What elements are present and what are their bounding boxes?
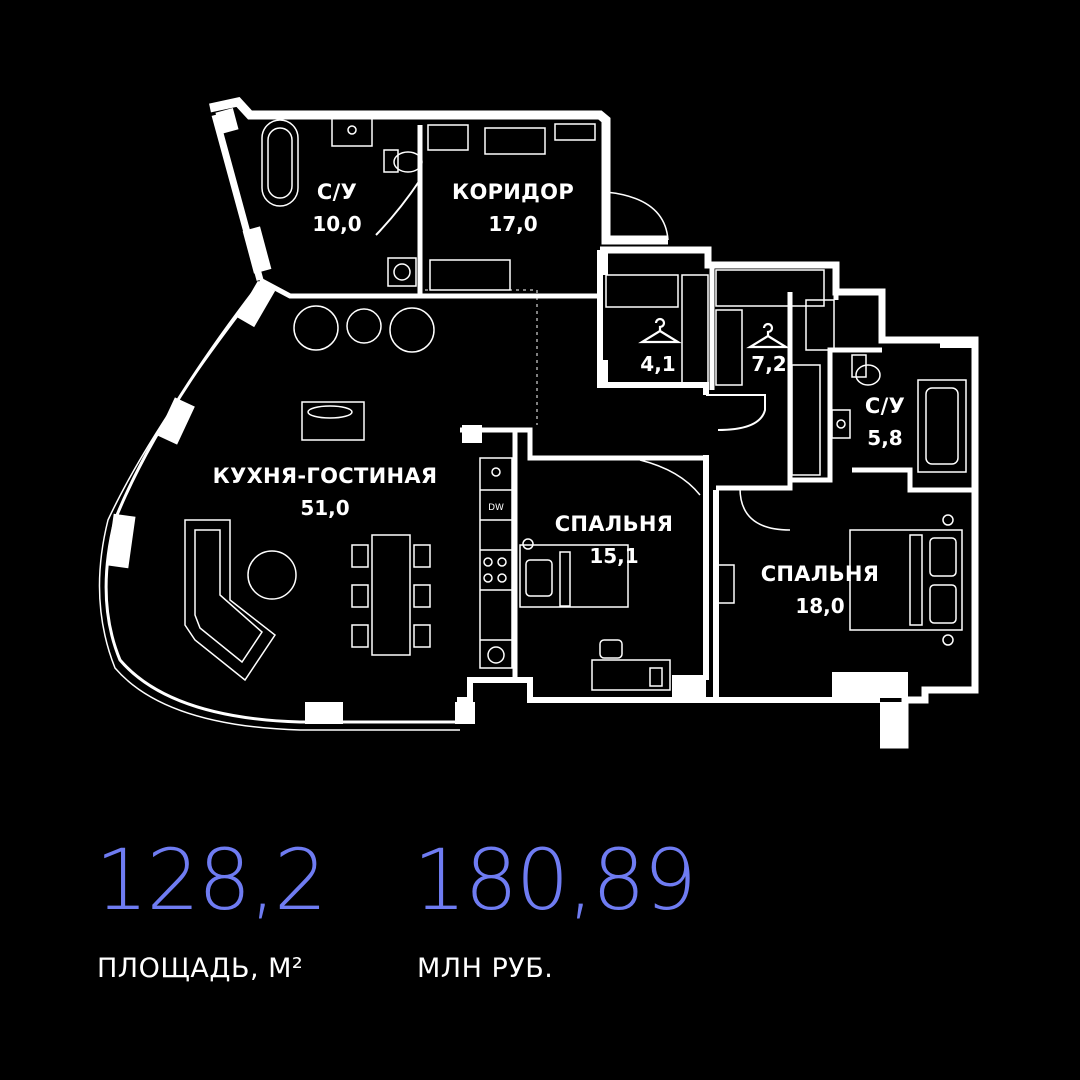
room-area-kitchen-living: 51,0 [300,496,349,520]
room-area-corridor: 17,0 [488,212,537,236]
price-label: МЛН РУБ. [417,953,554,984]
room-area-bedroom-2: 18,0 [795,594,844,618]
clothes-hanger-icon [746,322,790,349]
room-label-bedroom-1: СПАЛЬНЯ [555,512,674,536]
room-area-bedroom-1: 15,1 [589,544,638,568]
area-label: ПЛОЩАДЬ, М² [97,953,304,984]
area-value: 128,2 [95,831,327,929]
room-label-bedroom-2: СПАЛЬНЯ [761,562,880,586]
room-label-kitchen-living: КУХНЯ-ГОСТИНАЯ [213,464,438,488]
room-label-corridor: КОРИДОР [452,180,574,204]
furniture [184,117,967,691]
dishwasher-label: DW [488,503,504,513]
price-value: 180,89 [413,831,697,929]
room-area-bathroom-1: 10,0 [312,212,361,236]
room-area-wardrobe-1: 4,1 [640,352,675,376]
room-area-wardrobe-2: 7,2 [751,352,786,376]
floor-plan: С/У 10,0 КОРИДОР 17,0 4,1 7,2 С/У 5,8 КУ… [98,97,979,749]
room-label-bathroom-2: С/У [865,394,905,418]
clothes-hanger-icon [638,317,682,344]
room-area-bathroom-2: 5,8 [867,426,902,450]
room-label-bathroom-1: С/У [317,180,357,204]
windows [106,108,975,746]
